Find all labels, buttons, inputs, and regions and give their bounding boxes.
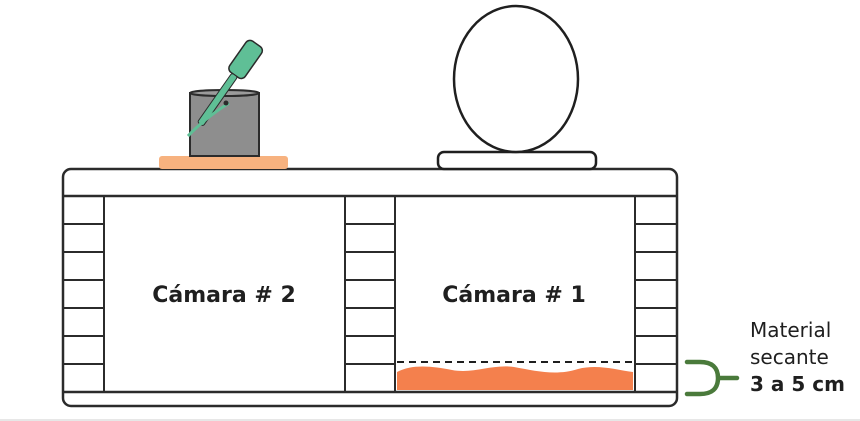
material-label-line-2: secante (750, 345, 829, 369)
chamber-1-label: Cámara # 1 (442, 283, 586, 308)
brick-column-left (63, 196, 105, 392)
brick-column-right (634, 196, 677, 392)
toilet-structure (61, 167, 679, 408)
bucket-with-scoop-icon (159, 39, 288, 169)
thickness-bracket-icon (684, 359, 740, 397)
material-label-line-1: Material (750, 318, 831, 342)
drying-material-layer (397, 366, 633, 390)
toilet-seat-icon (436, 4, 598, 171)
brick-column-middle (344, 196, 396, 392)
chamber-2-label: Cámara # 2 (152, 283, 296, 308)
material-thickness-label: 3 a 5 cm (750, 372, 845, 396)
